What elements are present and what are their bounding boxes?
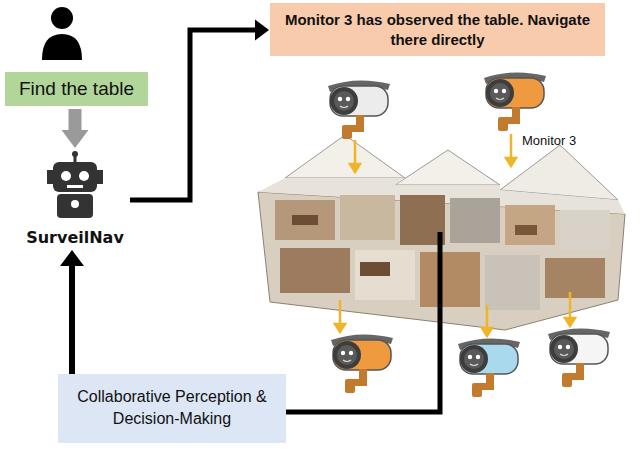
camera-icon	[484, 72, 546, 131]
arrow-head	[62, 130, 89, 148]
connector-line	[69, 266, 75, 374]
node-text: SurveilNav	[10, 228, 140, 247]
link-line	[286, 232, 440, 412]
view-arrow	[335, 134, 575, 336]
arrow-head	[255, 20, 269, 41]
camera-icon	[331, 334, 393, 393]
person-icon	[42, 7, 82, 60]
arrow-head	[60, 250, 84, 266]
robot-icon	[43, 150, 107, 220]
camera-icon	[548, 328, 610, 387]
node-text: Collaborative Perception & Decision-Maki…	[76, 386, 268, 431]
connector-arrow	[130, 20, 269, 201]
camera-icon	[328, 80, 390, 139]
connector-line	[69, 109, 82, 130]
camera-label: Monitor 3	[522, 133, 576, 148]
node-text: Find the table	[9, 78, 144, 100]
node-text: Monitor 3 has observed the table. Naviga…	[278, 10, 597, 49]
task-box: Find the table	[5, 72, 148, 106]
connector-line	[130, 30, 255, 200]
connector-arrow	[60, 250, 84, 374]
agent-node: SurveilNav	[10, 150, 140, 247]
connector-arrow	[62, 109, 89, 148]
module-box: Collaborative Perception & Decision-Maki…	[58, 374, 286, 443]
message-box: Monitor 3 has observed the table. Naviga…	[270, 3, 605, 56]
camera-icon	[458, 338, 520, 397]
